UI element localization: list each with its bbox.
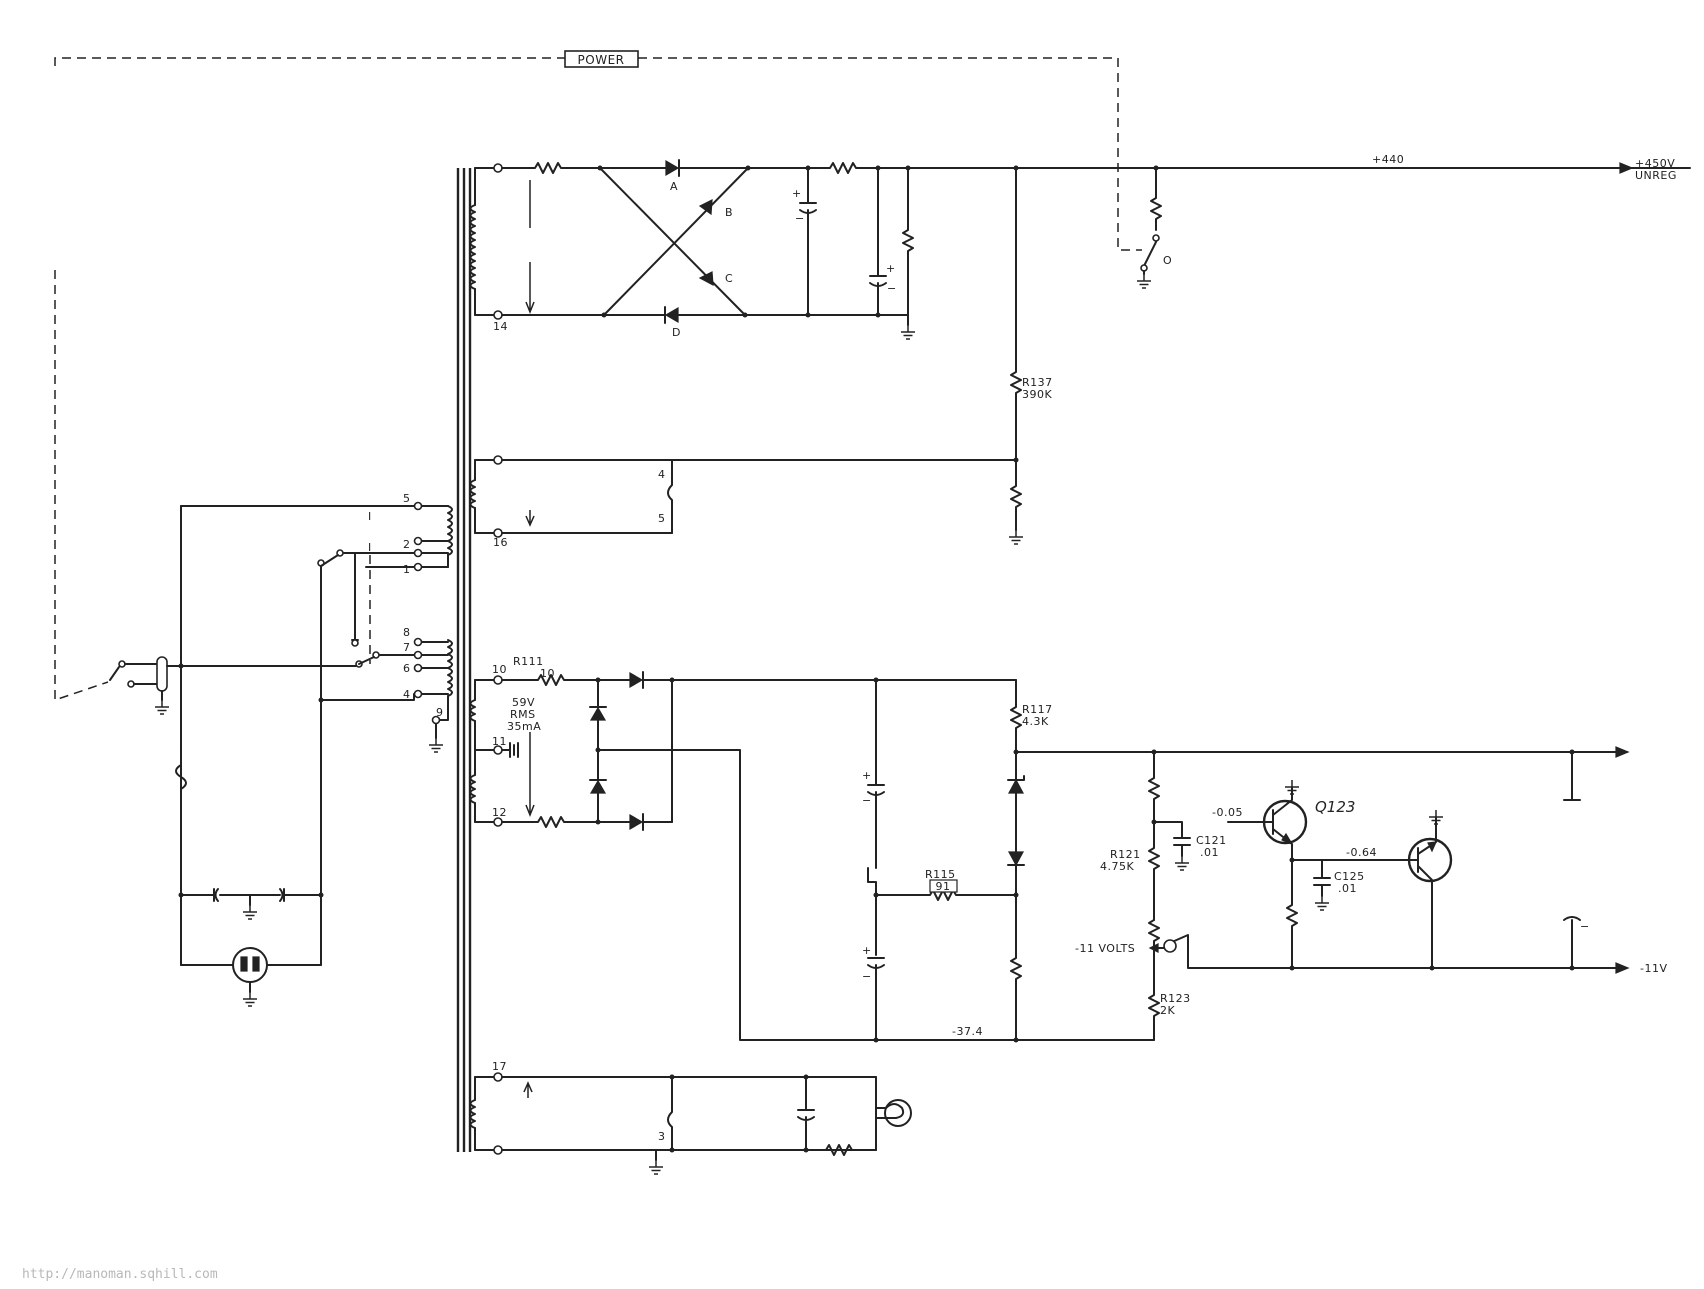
svg-text:−: − [887,282,897,295]
pin-14: 14 [493,320,508,333]
svg-text:−: − [1580,920,1590,933]
adj-volts-label: -11 VOLTS [1075,942,1135,955]
r123-value: 2K [1160,1004,1175,1017]
r117-value: 4.3K [1022,715,1049,728]
diode-a-label: A [670,180,678,193]
svg-text:+: + [862,944,872,957]
svg-text:−: − [862,970,872,983]
low-voltage-winding: 10 11 12 R111 10 59V RMS 35mA + − [471,655,1668,1043]
hv-winding-bridge: 14 A D B C + − + − [471,153,1691,460]
svg-text:+: + [886,262,896,275]
r115-value: 91 [936,880,951,893]
v-neg-37-label: -37.4 [952,1025,983,1038]
c121-value: .01 [1200,846,1219,859]
watermark-text: http://manoman.sqhill.com [22,1267,218,1282]
q123-label: Q123 [1315,798,1355,816]
svg-text:+: + [792,187,802,200]
r137-value: 390K [1022,388,1052,401]
pin-11: 11 [492,735,507,748]
pin-3: 3 [658,1130,666,1143]
pin-10: 10 [492,663,507,676]
tick-1a: I [368,510,372,523]
pri-9-label: 9 [436,706,444,719]
pri-7-label: 7 [403,641,411,654]
svg-text:−: − [862,794,872,807]
svg-text:−: − [795,212,805,225]
pin-12: 12 [492,806,507,819]
pri-2-label: 2 [403,538,411,551]
bias-winding: 16 4 5 [471,456,1024,549]
diode-d-label: D [672,326,681,339]
pin-4a: 4 [658,468,666,481]
out-unreg-label: UNREG [1635,169,1677,182]
power-switch-linkage: POWER [55,51,1142,700]
svg-text:+: + [862,769,872,782]
diode-c-label: C [725,272,733,285]
c125-value: .01 [1338,882,1357,895]
v-neg-005-label: -0.05 [1212,806,1243,819]
diode-b-label: B [725,206,733,219]
plus-440-label: +440 [1372,153,1404,166]
power-label: POWER [578,53,625,67]
pin-5a: 5 [658,512,666,525]
35ma-label: 35mA [507,720,541,733]
out-neg-11v-label: -11V [1640,962,1668,975]
pin-17: 17 [492,1060,507,1073]
transformer-core [458,168,470,1152]
pri-5-label: 5 [403,492,411,505]
pri-6-label: 6 [403,662,411,675]
switch-o-label: O [1163,254,1172,267]
pri-1-label: 1 [403,563,411,576]
r121-value: 4.75K [1100,860,1134,873]
pri-8-label: 8 [403,626,411,639]
lamp-winding: 17 3 [471,1060,912,1174]
line-input [110,657,324,1006]
pin-16: 16 [493,536,508,549]
v-neg-064-label: -0.64 [1346,846,1377,859]
